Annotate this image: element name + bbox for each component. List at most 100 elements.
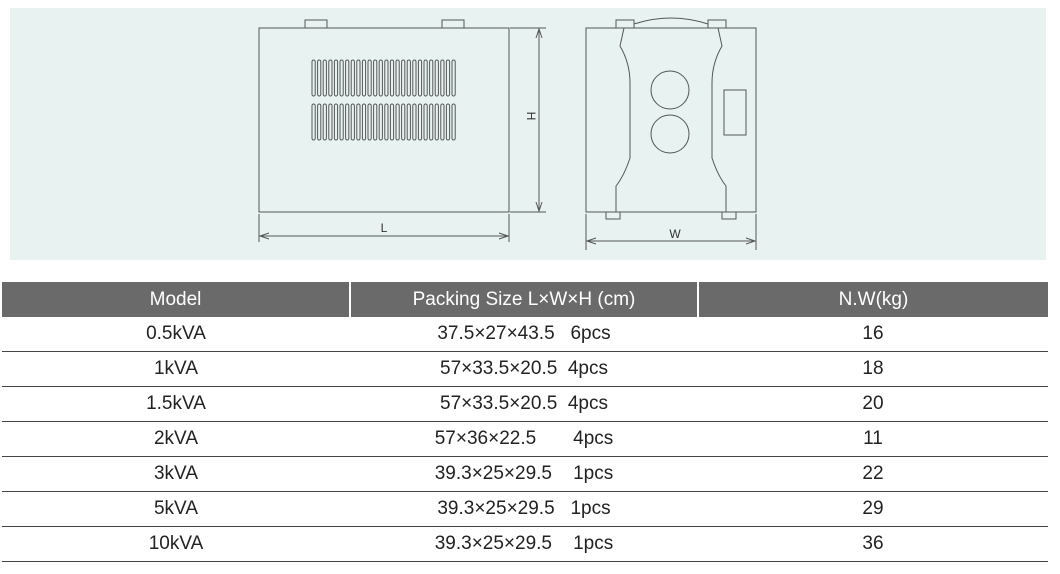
vent-slot (423, 103, 428, 141)
vent-slot (311, 103, 316, 141)
vent-slot (406, 103, 411, 141)
cell-packing-size: 57×33.5×20.5 4pcs (350, 386, 698, 422)
vent-slot (440, 59, 445, 97)
table-row: 5kVA 39.3×25×29.5 1pcs 29 (2, 491, 1048, 527)
vent-slot (384, 59, 389, 97)
cell-model: 0.5kVA (2, 317, 350, 352)
vent-slot (345, 59, 350, 97)
vent-slot (317, 59, 322, 97)
vent-slot (356, 59, 361, 97)
vent-slots-bottom (311, 103, 456, 141)
vent-slot (367, 59, 372, 97)
packing-spec-table: Model Packing Size L×W×H (cm) N.W(kg) 0.… (2, 282, 1048, 562)
vent-slot (401, 103, 406, 141)
cell-packing-size: 57×33.5×20.5 4pcs (350, 351, 698, 387)
cell-model: 1kVA (2, 351, 350, 387)
vent-slot (429, 59, 434, 97)
front-view-handle-right (441, 19, 465, 29)
vent-slot (367, 103, 372, 141)
vent-slot (333, 103, 339, 141)
dimension-diagram-panel: L H W (10, 8, 1046, 260)
cell-model: 1.5kVA (2, 386, 350, 422)
cell-packing-size: 39.3×25×29.5 1pcs (350, 456, 698, 492)
cell-packing-size: 39.3×25×29.5 1pcs (350, 491, 698, 527)
table-row: 1kVA 57×33.5×20.5 4pcs 18 (2, 351, 1048, 387)
vent-slot (429, 103, 434, 141)
vent-slot (350, 103, 355, 141)
vent-slot (417, 59, 423, 97)
dimension-diagram: L H W (258, 17, 757, 250)
vent-slot (373, 103, 378, 141)
vent-slot (339, 103, 344, 141)
vent-slot (350, 59, 355, 97)
cell-net-weight: 20 (698, 386, 1048, 422)
side-view-handle-left (615, 19, 635, 29)
vent-slot (445, 103, 451, 141)
table-row: 1.5kVA 57×33.5×20.5 4pcs 20 (2, 386, 1048, 422)
vent-slot (361, 103, 367, 141)
vent-slot (451, 103, 456, 141)
cell-net-weight: 18 (698, 351, 1048, 387)
vent-slots-top (311, 59, 456, 97)
height-label: H (524, 112, 538, 121)
cell-net-weight: 16 (698, 317, 1048, 352)
column-header-packing-size: Packing Size L×W×H (cm) (349, 282, 698, 317)
side-view-socket-bottom (650, 114, 690, 154)
table-row: 2kVA 57×36×22.5 4pcs 11 (2, 421, 1048, 457)
vent-slot (317, 103, 322, 141)
side-view-handle-right (707, 19, 727, 29)
vent-slot (445, 59, 451, 97)
vent-slot (384, 103, 389, 141)
vent-slot (373, 59, 378, 97)
vent-slot (401, 59, 406, 97)
vent-slot (417, 103, 423, 141)
vent-slot (328, 59, 333, 97)
vent-slot (339, 59, 344, 97)
vent-slot (378, 59, 383, 97)
vent-slot (412, 103, 417, 141)
cell-model: 5kVA (2, 491, 350, 527)
cell-packing-size: 39.3×25×29.5 1pcs (350, 526, 698, 562)
cell-model: 10kVA (2, 526, 350, 562)
cell-packing-size: 37.5×27×43.5 6pcs (350, 317, 698, 352)
vent-slot (395, 103, 400, 141)
vent-slot (361, 59, 367, 97)
table-row: 10kVA 39.3×25×29.5 1pcs 36 (2, 526, 1048, 562)
table-row: 3kVA 39.3×25×29.5 1pcs 22 (2, 456, 1048, 492)
vent-slot (389, 59, 395, 97)
side-view-socket-top (650, 70, 690, 110)
side-view-foot-left (605, 211, 621, 220)
cell-model: 2kVA (2, 421, 350, 457)
cell-net-weight: 22 (698, 456, 1048, 492)
cell-net-weight: 36 (698, 526, 1048, 562)
cell-net-weight: 29 (698, 491, 1048, 527)
vent-slot (311, 59, 316, 97)
vent-slot (440, 103, 445, 141)
front-view-body (258, 27, 510, 213)
table-row: 0.5kVA 37.5×27×43.5 6pcs 16 (2, 317, 1048, 352)
vent-slot (406, 59, 411, 97)
vent-slot (378, 103, 383, 141)
cell-packing-size: 57×36×22.5 4pcs (350, 421, 698, 457)
vent-slot (412, 59, 417, 97)
vent-slot (434, 103, 439, 141)
vent-slot (322, 59, 327, 97)
side-view-handle-arc (633, 17, 709, 25)
vent-slot (333, 59, 339, 97)
column-header-model: Model (2, 282, 350, 317)
side-view-panel-outline (615, 27, 727, 212)
vent-slot (423, 59, 428, 97)
table-header-row: Model Packing Size L×W×H (cm) N.W(kg) (2, 282, 1048, 317)
front-view-handle-left (304, 19, 328, 29)
side-view-display (723, 89, 747, 136)
vent-slot (395, 59, 400, 97)
vent-slot (434, 59, 439, 97)
vent-slot (389, 103, 395, 141)
side-view-body (585, 27, 757, 213)
cell-model: 3kVA (2, 456, 350, 492)
vent-slot (451, 59, 456, 97)
cell-net-weight: 11 (698, 421, 1048, 457)
width-label: W (669, 227, 681, 241)
column-header-net-weight: N.W(kg) (697, 282, 1048, 317)
vent-slot (322, 103, 327, 141)
